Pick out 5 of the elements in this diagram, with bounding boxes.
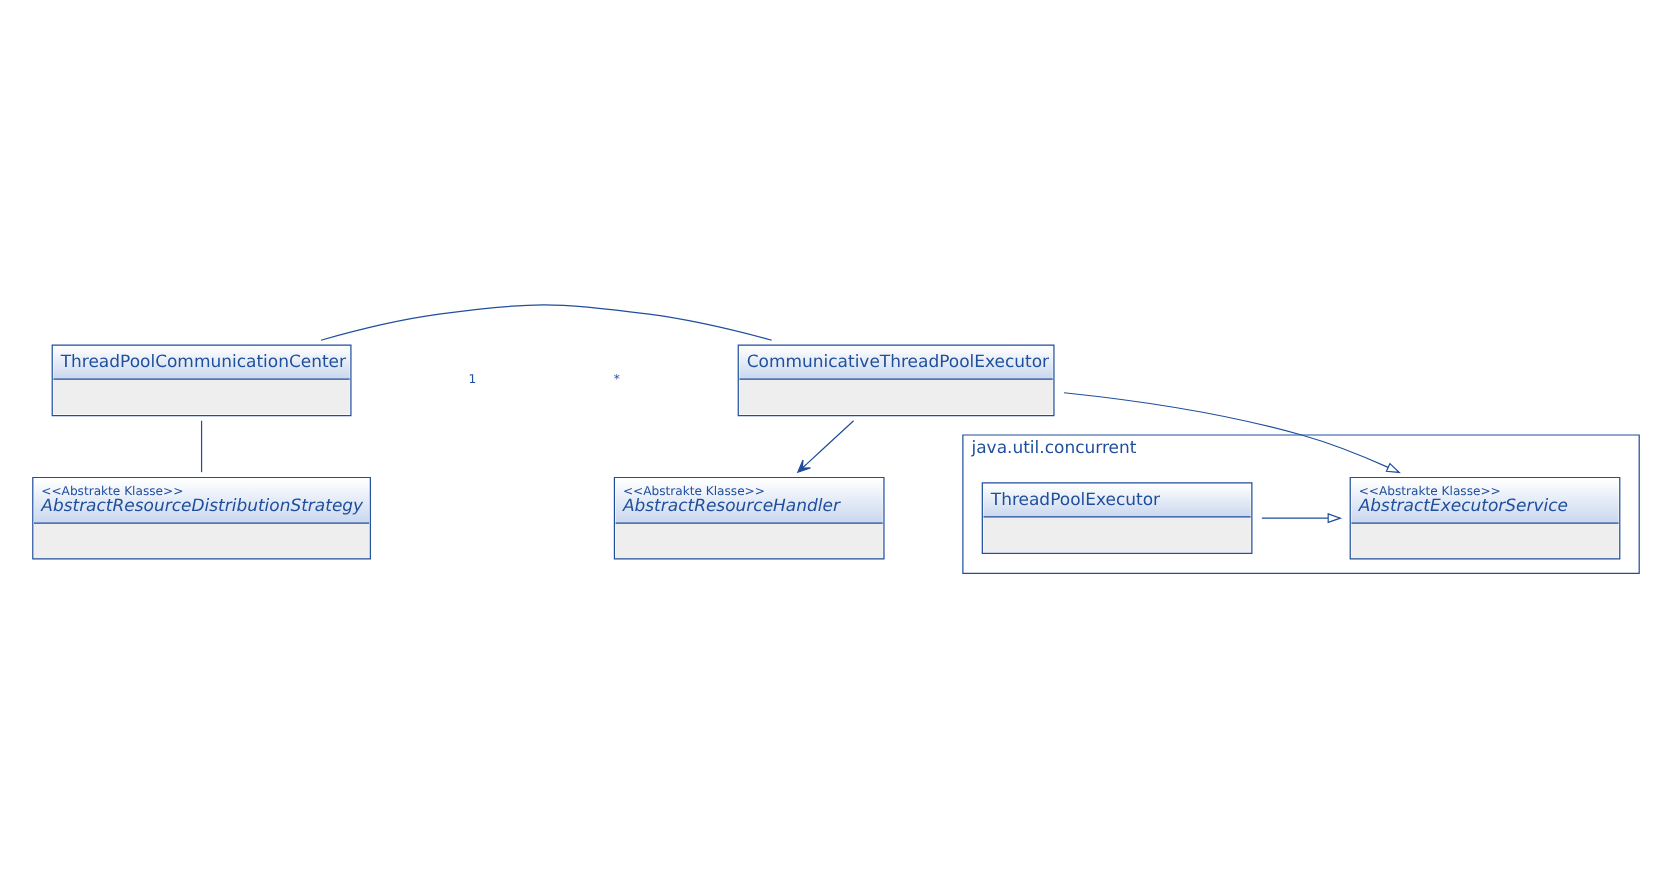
connector (200, 419, 203, 472)
arrow (1063, 391, 1401, 473)
arrow (797, 419, 855, 472)
connector (320, 303, 773, 340)
arrow (1261, 512, 1343, 523)
